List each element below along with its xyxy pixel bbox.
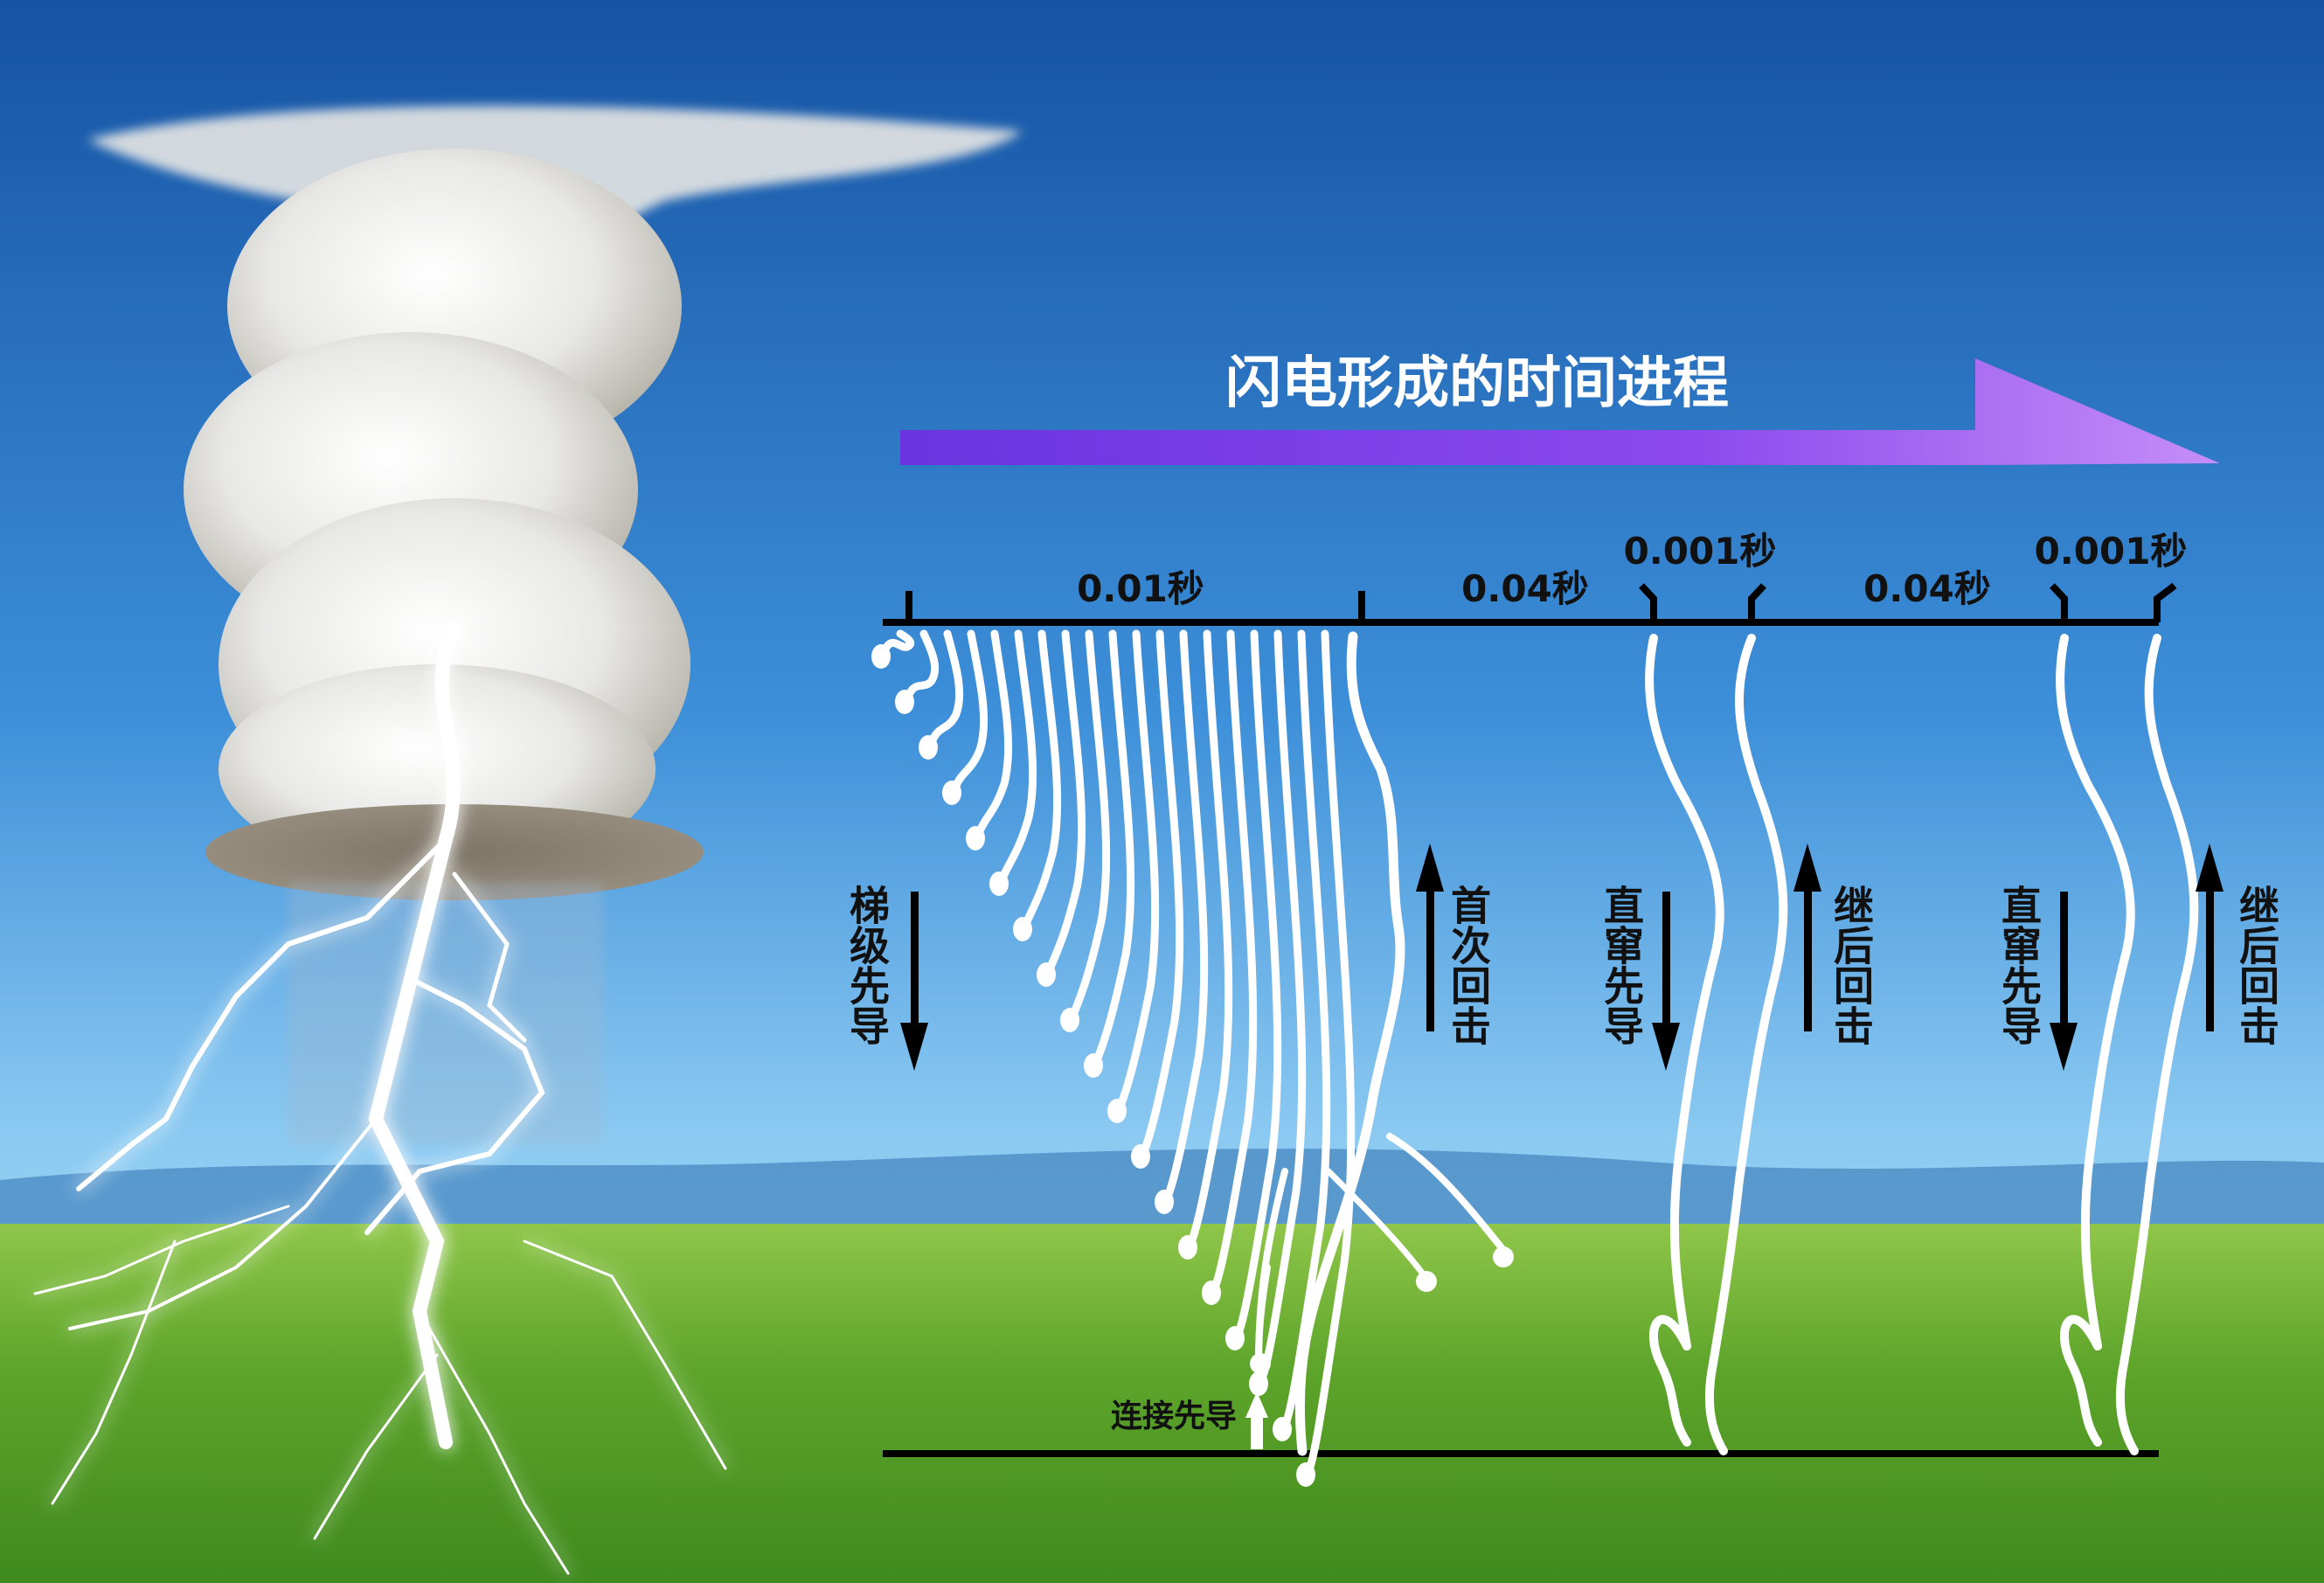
leader-tip	[989, 871, 1009, 896]
leader-tip	[1107, 1099, 1127, 1123]
stepped-leader-channel	[975, 629, 1013, 837]
dart-leader-label: 直窜先导	[1598, 885, 1645, 1045]
duration-label: 0.04秒	[1461, 567, 1589, 610]
leader-tip	[1037, 962, 1056, 987]
stepped-leader-channel	[998, 629, 1037, 883]
stepped-leader-channel	[1305, 629, 1356, 1474]
stepped-leader-channel	[1069, 629, 1111, 1019]
first-return-stroke-channel	[1250, 631, 1514, 1456]
arrow-up-icon	[2196, 844, 2223, 1031]
leader-tip	[1013, 917, 1032, 941]
dart-leader-channel	[2056, 634, 2135, 1447]
subsequent-return-label: 继后回击	[2233, 885, 2280, 1045]
connecting-leader-label: 连接先导	[1111, 1399, 1237, 1434]
stepped-leader-label: 梯级先导	[843, 885, 891, 1045]
duration-label: 0.001秒	[2035, 530, 2188, 573]
grassland	[0, 1224, 2324, 1583]
stepped-leader-channel	[1140, 629, 1184, 1156]
leader-tip	[1202, 1281, 1221, 1305]
leader-tip	[942, 781, 961, 805]
stepped-leader-channel	[927, 629, 964, 746]
stepped-leader-channel	[951, 629, 989, 792]
dart-leader-label: 直窜先导	[1995, 885, 2043, 1045]
diagram-title: 闪电形成的时间进程	[1225, 351, 1729, 416]
leader-tip	[1296, 1462, 1315, 1487]
leader-tip	[895, 690, 914, 714]
stepped-leader-channel	[1093, 629, 1135, 1065]
arrow-up-icon	[1416, 844, 1444, 1031]
stepped-leader-channel	[1258, 629, 1307, 1383]
stepped-leader-channel	[880, 629, 915, 656]
leader-tip	[1273, 1417, 1292, 1441]
duration-label: 0.001秒	[1624, 530, 1777, 573]
stepped-leader-channel	[1045, 629, 1086, 974]
leader-tip	[1084, 1053, 1103, 1078]
connecting-leader-channel	[1255, 1264, 1271, 1367]
leader-tip	[1131, 1144, 1150, 1169]
stepped-leader-channel	[1211, 629, 1258, 1292]
leader-tip	[1155, 1190, 1174, 1214]
duration-label: 0.01秒	[1077, 567, 1204, 610]
dart-leader-channel	[1645, 634, 1724, 1447]
arrow-down-icon	[2050, 892, 2078, 1071]
arrow-up-icon	[1245, 1392, 1268, 1449]
leader-tip	[966, 826, 985, 851]
leader-tip	[1225, 1326, 1245, 1350]
timeline-top	[883, 582, 2177, 626]
arrow-up-icon	[1793, 844, 1821, 1031]
stepped-leader-channel	[1022, 629, 1062, 928]
subsequent-return-channel	[2115, 634, 2199, 1455]
stepped-leader-channel	[904, 629, 940, 701]
leader-tip	[1249, 1371, 1268, 1396]
stepped-leader-channel	[1163, 629, 1209, 1201]
time-progress-arrow	[900, 358, 2220, 465]
arrow-down-icon	[1652, 892, 1680, 1071]
leader-tip	[1060, 1008, 1079, 1032]
lightning-bolt-icon	[33, 622, 727, 1575]
leader-tip	[1178, 1235, 1197, 1260]
subsequent-return-channel	[1704, 634, 1788, 1455]
stepped-leader-channel	[1234, 629, 1282, 1337]
subsequent-return-label: 继后回击	[1828, 885, 1875, 1045]
arrow-down-icon	[900, 892, 928, 1071]
stepped-leader-channel	[1116, 629, 1160, 1110]
first-return-stroke-label: 首次回击	[1445, 885, 1492, 1045]
leader-tip	[871, 644, 891, 669]
duration-label: 0.04秒	[1863, 567, 1991, 610]
stepped-leader-channels	[871, 629, 1356, 1487]
stepped-leader-channel	[1187, 629, 1233, 1246]
leader-tip	[919, 735, 938, 760]
stepped-leader-channel	[1281, 629, 1331, 1428]
